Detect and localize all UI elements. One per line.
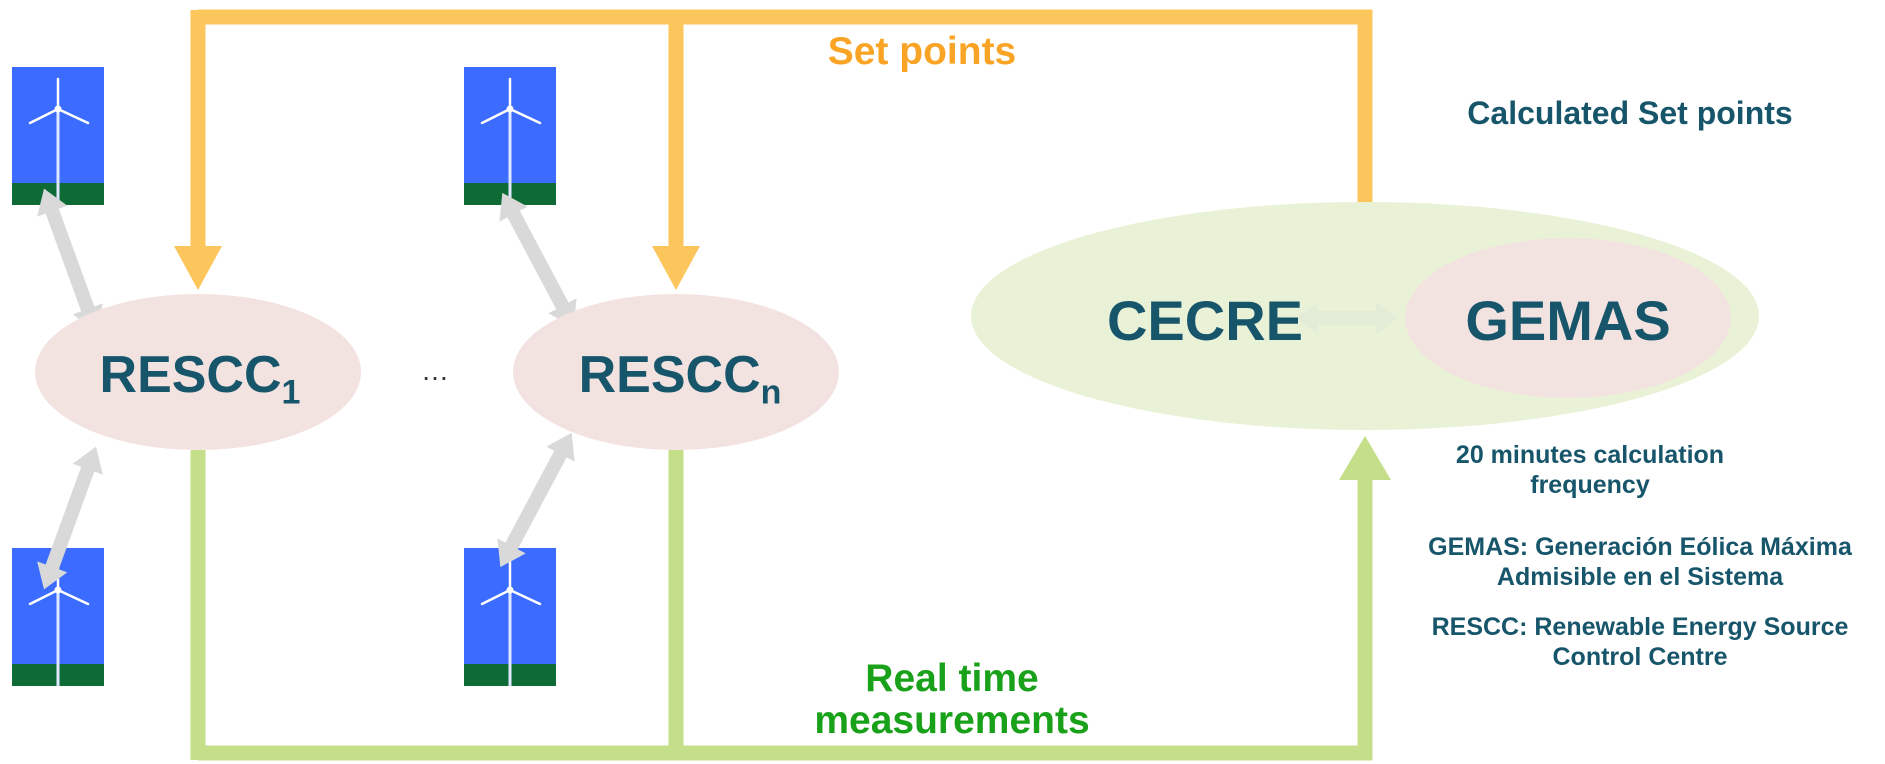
rescccn-base: RESCC [578, 346, 761, 404]
cecre-gemas-link-icon [1296, 302, 1398, 334]
rescc-definition-line2: Control Centre [1552, 643, 1728, 671]
rescccn-node [513, 294, 839, 450]
rescc1-base: RESCC [99, 346, 282, 404]
rescc-ellipsis: … [421, 355, 449, 386]
rescc-definition-line1: RESCC: Renewable Energy Source [1431, 613, 1849, 641]
measurements-loop [190, 450, 1373, 761]
calculated-setpoints-label: Calculated Set points [1467, 95, 1793, 131]
rescc1-label: RESCC1 [60, 345, 340, 412]
setpoints-label: Set points [827, 30, 1017, 73]
gemas-definition: GEMAS: Generación Eólica Máxima Admisibl… [1400, 532, 1880, 592]
measurement-arrowhead-cecre [1339, 436, 1391, 480]
rescc-definition: RESCC: Renewable Energy Source Control C… [1400, 612, 1880, 672]
frequency-note-line2: frequency [1530, 471, 1650, 499]
wind-turbine-icon [462, 546, 558, 688]
rescc1-subscript: 1 [281, 373, 301, 412]
setpoint-arrowhead-rescccn [652, 246, 700, 290]
rescccn-subscript: n [760, 373, 782, 412]
realtime-label-line1: Real time [865, 657, 1039, 700]
gemas-definition-line1: GEMAS: Generación Eólica Máxima [1428, 533, 1852, 561]
frequency-note: 20 minutes calculation frequency [1425, 440, 1755, 500]
wind-turbine-icon [10, 65, 106, 207]
gemas-label: GEMAS [1465, 289, 1671, 352]
realtime-label: Real time measurements [752, 658, 1152, 742]
realtime-label-line2: measurements [814, 699, 1090, 742]
wind-turbine-icon [462, 65, 558, 207]
rescccn-label: RESCCn [540, 345, 820, 412]
gemas-node [1405, 238, 1731, 398]
gemas-definition-line2: Admisible en el Sistema [1496, 563, 1784, 591]
setpoint-arrowhead-rescc1 [174, 246, 222, 290]
frequency-note-line1: 20 minutes calculation [1455, 441, 1725, 469]
rescc1-node [35, 294, 361, 450]
cecre-label: CECRE [1106, 289, 1304, 352]
setpoints-loop [190, 9, 1373, 250]
